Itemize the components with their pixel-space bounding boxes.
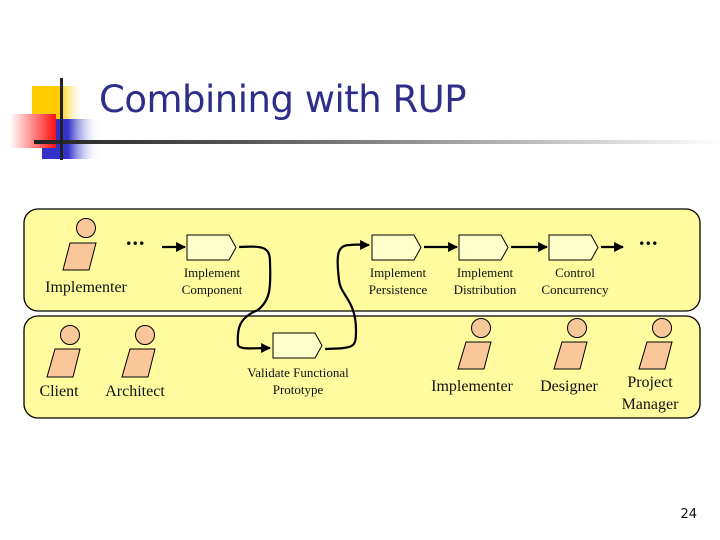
actor-label-architect: Architect — [105, 383, 165, 400]
actor-label-line2: Manager — [621, 396, 679, 413]
activity-label-line1: Implement — [369, 265, 427, 280]
actor-head — [76, 218, 96, 238]
actor-body — [121, 348, 156, 378]
actor-client — [46, 325, 81, 378]
actor-head — [567, 318, 587, 338]
activity-label-line1: Control — [555, 265, 595, 280]
activity-label-line1: Validate Functional — [247, 365, 349, 380]
page-number: 24 — [680, 507, 697, 522]
actor-body — [62, 242, 97, 271]
activity-label-line2: Persistence — [368, 282, 428, 297]
actor-architect — [121, 325, 156, 378]
activity-validate-functional-prototype — [272, 332, 323, 359]
activity-label-line2: Concurrency — [541, 282, 609, 297]
actor-label-project-manager: Project Manager — [614, 372, 686, 416]
actor-implementer-top — [62, 218, 97, 271]
activity-implement-persistence — [371, 234, 422, 261]
activity-implement-component — [186, 234, 237, 261]
flow-curve-validate-to-persistence — [324, 240, 370, 351]
leading-ellipsis: ... — [126, 225, 146, 250]
actor-label-designer: Designer — [540, 378, 598, 395]
title-decoration — [10, 78, 720, 160]
title-underline — [34, 140, 720, 144]
actor-body — [46, 348, 81, 378]
activity-label-implement-persistence: Implement Persistence — [352, 264, 444, 298]
actor-head — [471, 318, 491, 338]
activity-label-line1: Implement — [183, 265, 241, 280]
activity-control-concurrency — [548, 234, 599, 261]
activity-label-validate-functional-prototype: Validate Functional Prototype — [236, 364, 360, 398]
actor-project-manager — [638, 318, 673, 370]
deco-vertical-line — [60, 78, 63, 160]
actor-body — [457, 341, 492, 370]
activity-implement-distribution — [458, 234, 509, 261]
flow-curve-component-to-validate — [236, 245, 272, 353]
actor-label-client: Client — [39, 383, 79, 400]
swimlane-team — [23, 315, 701, 419]
actor-label-implementer-bottom: Implementer — [431, 378, 513, 395]
actor-head — [135, 325, 155, 345]
actor-implementer-bottom — [457, 318, 492, 370]
activity-label-line2: Prototype — [272, 382, 324, 397]
actor-head — [60, 325, 80, 345]
activity-label-line2: Component — [181, 282, 243, 297]
actor-head — [652, 318, 672, 338]
actor-body — [553, 341, 588, 370]
trailing-ellipsis: ... — [639, 225, 659, 250]
activity-label-implement-component: Implement Component — [166, 264, 258, 298]
actor-designer — [553, 318, 588, 370]
activity-label-line2: Distribution — [453, 282, 517, 297]
activity-label-line1: Implement — [456, 265, 514, 280]
actor-label-implementer-top: Implementer — [45, 279, 127, 296]
activity-label-implement-distribution: Implement Distribution — [438, 264, 532, 298]
actor-body — [638, 341, 673, 370]
activity-label-control-concurrency: Control Concurrency — [528, 264, 622, 298]
slide-title: Combining with RUP — [99, 78, 467, 121]
actor-label-line1: Project — [627, 374, 673, 391]
